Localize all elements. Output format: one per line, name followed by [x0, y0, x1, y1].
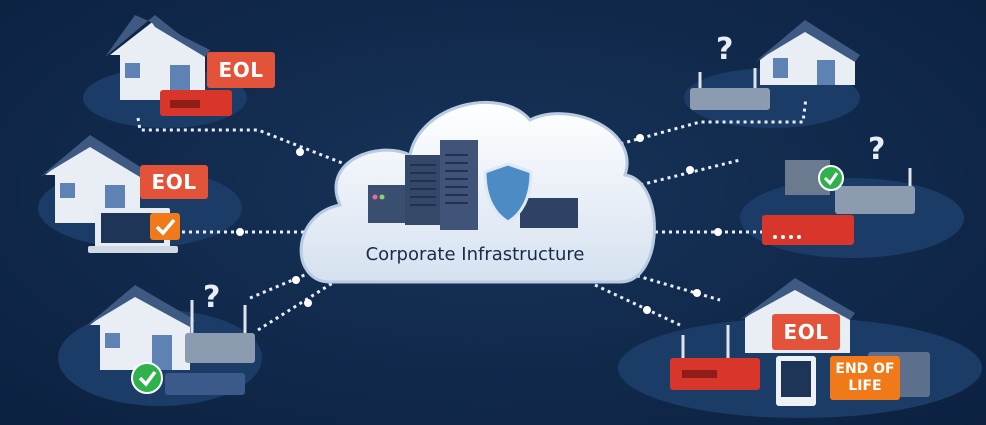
cloud-title: Corporate Infrastructure — [365, 244, 585, 265]
shield-icon — [483, 162, 533, 224]
question-mark-icon: ? — [716, 32, 734, 67]
eol-badge: EOL — [140, 165, 208, 199]
eol-badge: EOL — [207, 52, 275, 88]
server-rack-icon — [368, 140, 578, 230]
end-of-life-badge: END OF LIFE — [830, 356, 900, 400]
check-icon — [131, 362, 163, 394]
check-icon — [818, 165, 844, 191]
network-devices — [88, 68, 930, 406]
check-icon — [150, 213, 180, 240]
question-mark-icon: ? — [868, 132, 886, 167]
connection-nodes — [236, 134, 722, 314]
question-mark-icon: ? — [203, 280, 221, 315]
eol-badge: EOL — [772, 314, 840, 350]
